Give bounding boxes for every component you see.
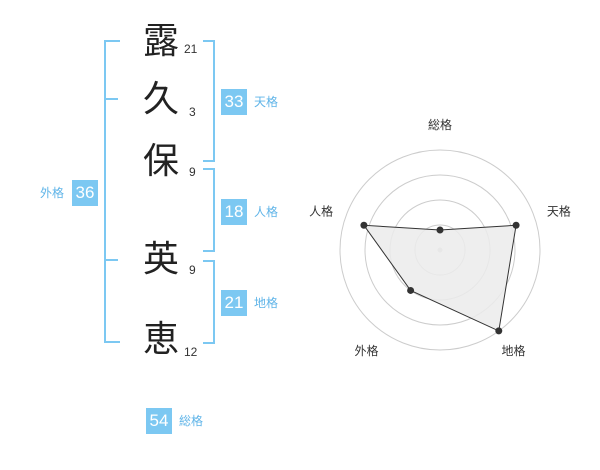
stroke-count-given-1: 9 — [189, 263, 196, 277]
tenkaku-bracket — [203, 40, 215, 162]
kanji-surname-3: 保 — [142, 141, 179, 182]
jinkaku-bracket — [203, 168, 215, 252]
radar-axis-label-3: 外格 — [355, 343, 379, 358]
radar-axis-label-0: 総格 — [428, 117, 452, 132]
soukaku-label: 総格 — [179, 414, 204, 428]
radar-point-4 — [360, 221, 368, 229]
kanji-surname-1: 露 — [142, 21, 179, 62]
radar-point-1 — [512, 221, 520, 229]
radar-axis-label-1: 天格 — [547, 203, 571, 218]
gaikaku-value: 36 — [72, 180, 98, 206]
stroke-count-given-2: 12 — [184, 345, 198, 359]
jinkaku-label: 人格 — [254, 205, 279, 219]
tenkaku-value: 33 — [221, 89, 247, 115]
radar-ring-3 — [364, 174, 516, 326]
radar-ring-4 — [339, 149, 541, 351]
gaikaku-bracket — [104, 40, 120, 343]
tenkaku-label: 天格 — [254, 95, 279, 109]
jinkaku-value: 18 — [221, 199, 247, 225]
radar-point-3 — [407, 286, 415, 294]
radar-area — [362, 224, 517, 332]
chikaku-value: 21 — [221, 290, 247, 316]
stroke-count-surname-2: 3 — [189, 105, 196, 119]
chikaku-bracket — [203, 260, 215, 344]
radar-axis-label-2: 地格 — [501, 343, 525, 358]
radar-point-2 — [495, 327, 503, 335]
gaikaku-label: 外格 — [40, 186, 65, 200]
gaikaku-bracket-tick-top — [104, 98, 118, 100]
stroke-count-surname-1: 21 — [184, 42, 198, 56]
gaikaku-bracket-tick-bottom — [104, 259, 118, 261]
chikaku-label: 地格 — [254, 296, 279, 310]
kanji-given-2: 恵 — [142, 319, 179, 360]
soukaku-value: 54 — [146, 408, 172, 434]
radar-point-0 — [436, 226, 444, 234]
radar-points — [360, 221, 520, 335]
kanji-given-1: 英 — [142, 239, 179, 280]
kanji-surname-2: 久 — [142, 79, 179, 120]
radar-axis-label-4: 人格 — [309, 203, 333, 218]
stroke-count-surname-3: 9 — [189, 165, 196, 179]
